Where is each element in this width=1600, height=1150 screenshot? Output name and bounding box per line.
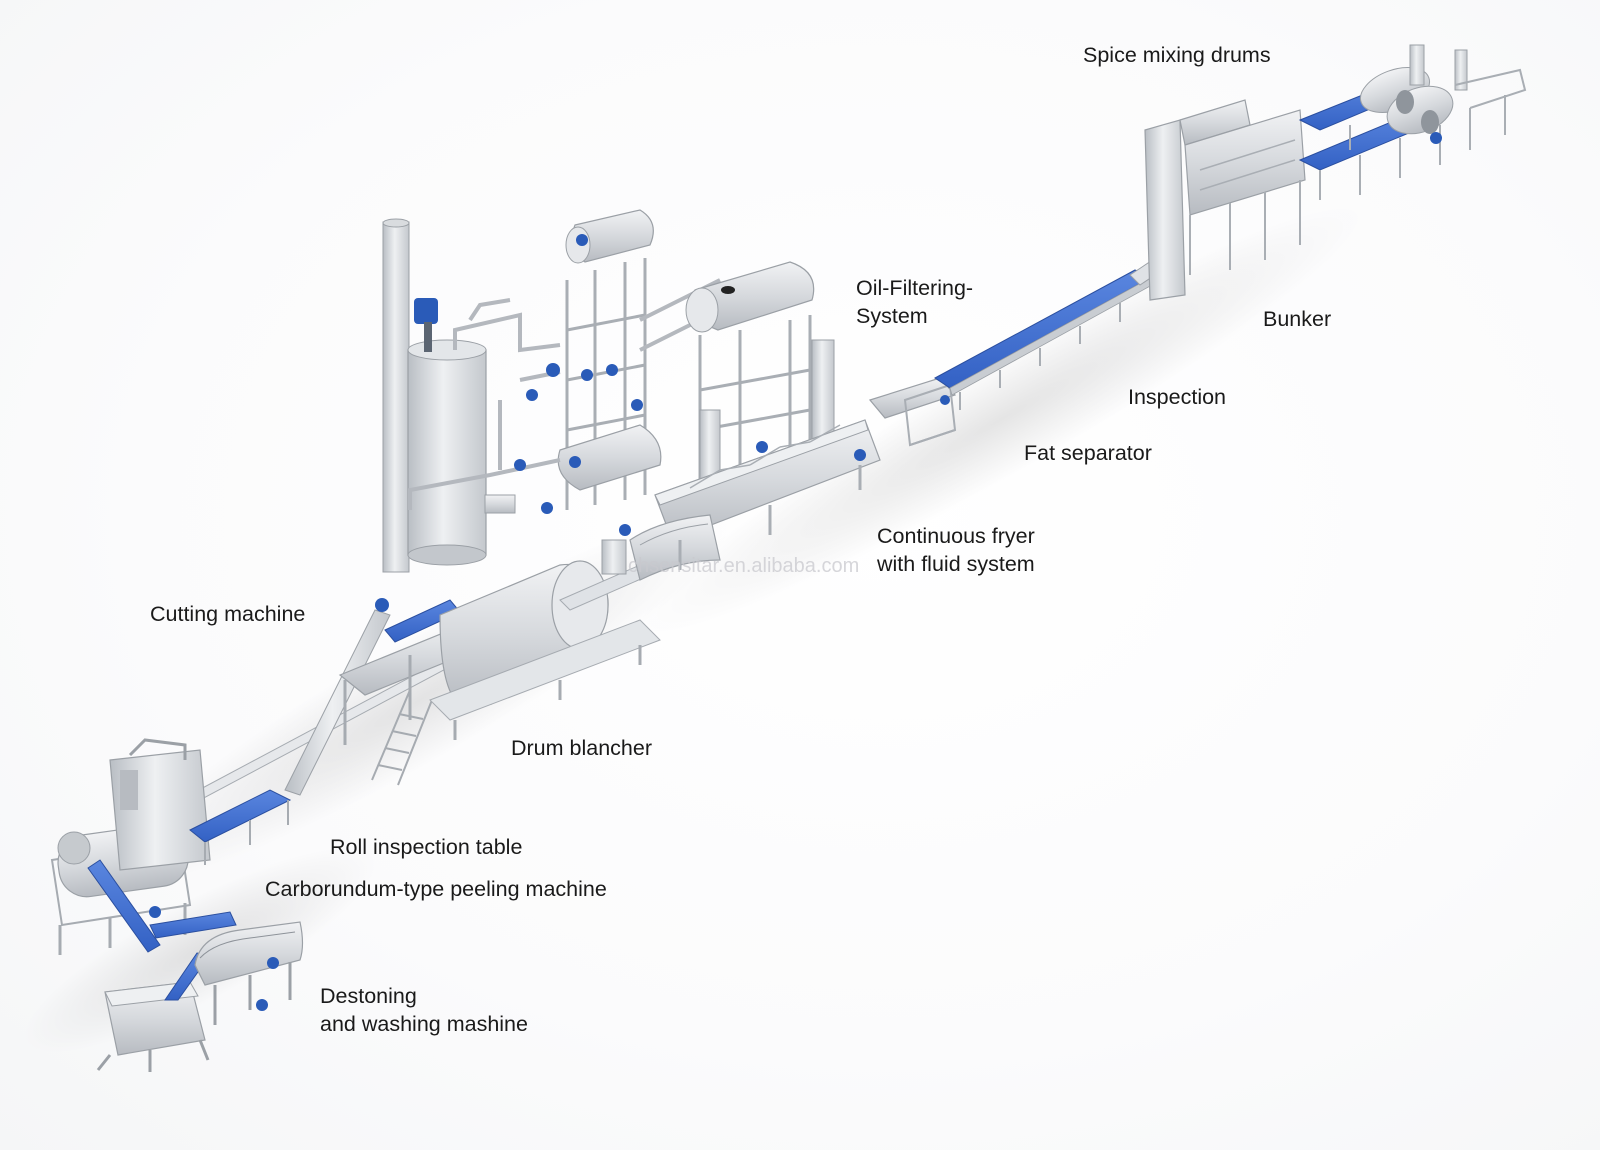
continuous-fryer (619, 419, 881, 581)
label-inspection: Inspection (1128, 383, 1226, 411)
label-fat-separator: Fat separator (1024, 439, 1152, 467)
label-oil-filtering-line-1: Oil-Filtering- (856, 276, 974, 300)
bunker (1144, 99, 1306, 301)
label-inspection-text: Inspection (1128, 385, 1227, 409)
destoning-washing-machine (96, 921, 304, 1072)
label-destoning-washing: Destoning and washing mashine (320, 982, 528, 1038)
label-drum-blancher-text: Drum blancher (511, 736, 652, 760)
label-continuous-fryer-line-2: with fluid system (877, 552, 1035, 576)
watermark: chsensitar.en.alibaba.com (628, 555, 860, 577)
label-peeling-machine-text: Carborundum-type peeling machine (265, 877, 607, 901)
label-destoning-line-2: and washing mashine (320, 1012, 528, 1036)
label-roll-inspection-table: Roll inspection table (330, 833, 522, 861)
label-peeling-machine: Carborundum-type peeling machine (265, 875, 607, 903)
label-oil-filtering-system: Oil-Filtering- System (856, 274, 973, 330)
label-fat-separator-text: Fat separator (1024, 441, 1152, 465)
label-destoning-line-1: Destoning (320, 984, 417, 1008)
label-cutting-machine-text: Cutting machine (150, 602, 306, 626)
label-roll-inspection-table-text: Roll inspection table (330, 835, 523, 859)
label-cutting-machine: Cutting machine (150, 600, 305, 628)
label-continuous-fryer-line-1: Continuous fryer (877, 524, 1035, 548)
label-bunker: Bunker (1263, 305, 1331, 333)
label-spice-mixing-drums-text: Spice mixing drums (1083, 43, 1271, 67)
label-oil-filtering-line-2: System (856, 304, 928, 328)
label-spice-mixing-drums: Spice mixing drums (1083, 41, 1271, 69)
label-bunker-text: Bunker (1263, 307, 1332, 331)
oil-filtering-system (685, 261, 835, 491)
fat-separator (868, 377, 957, 447)
spice-mixing-drums (1298, 44, 1527, 200)
oil-system-tower (382, 209, 721, 573)
drum-blancher (429, 539, 661, 740)
label-continuous-fryer: Continuous fryer with fluid system (877, 522, 1035, 578)
label-drum-blancher: Drum blancher (511, 734, 652, 762)
